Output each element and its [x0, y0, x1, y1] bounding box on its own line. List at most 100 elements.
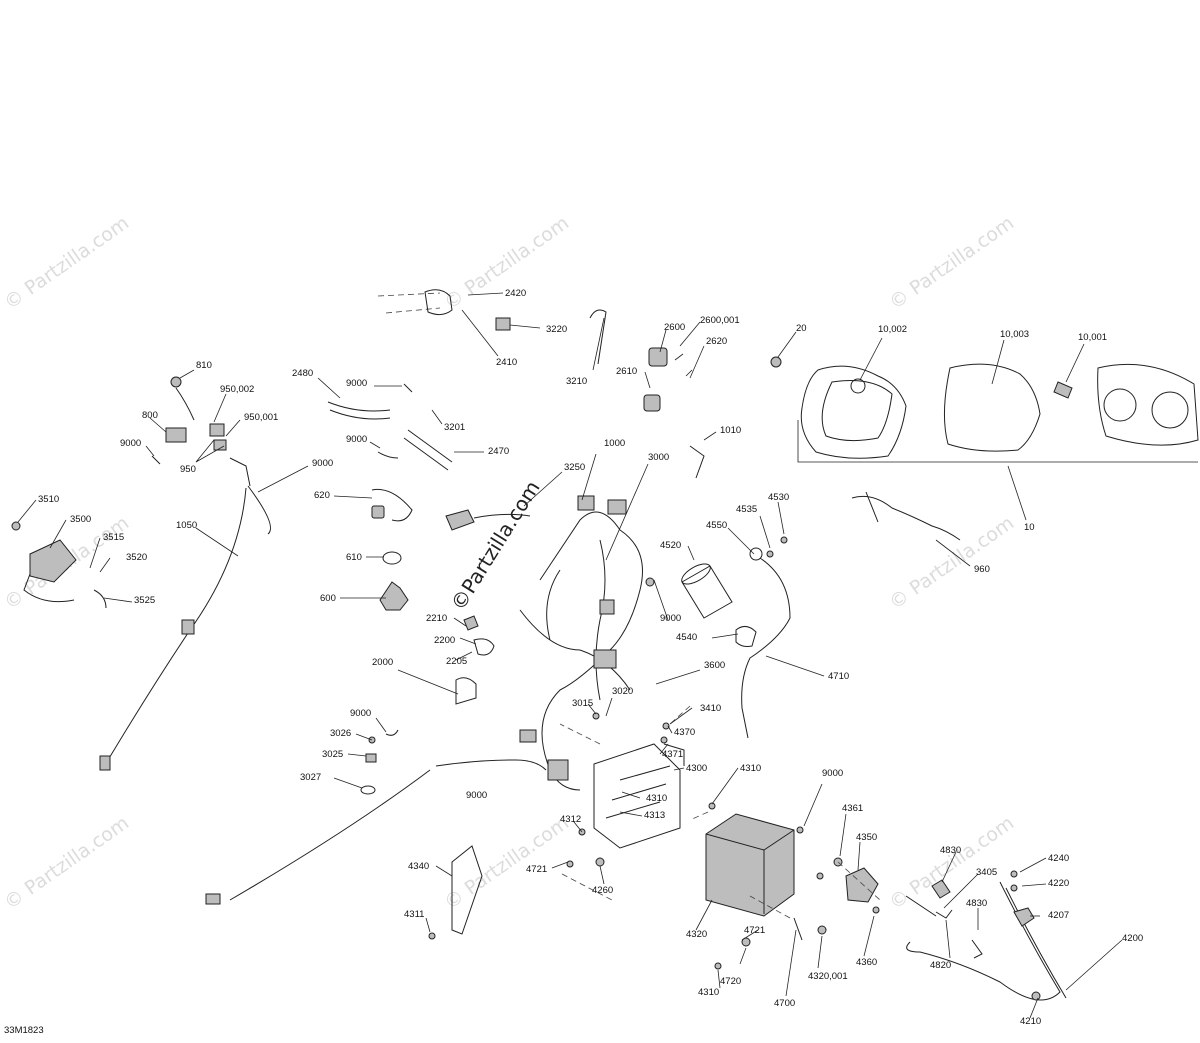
center-watermark: ©Partzilla.com: [446, 476, 545, 614]
callout-label: 3025: [322, 749, 343, 760]
callout-label: 3525: [134, 595, 155, 606]
callout-label: 9000: [466, 790, 487, 801]
callout-label: 4207: [1048, 910, 1069, 921]
watermark: © Partzilla.com: [885, 512, 1018, 614]
watermark: © Partzilla.com: [885, 812, 1018, 914]
callout-label: 4320,001: [808, 971, 848, 982]
callout-label: 2600,001: [700, 315, 740, 326]
callout-label: 4360: [856, 957, 877, 968]
callout-label: 2410: [496, 357, 517, 368]
callout-label: 3210: [566, 376, 587, 387]
callout-label: 620: [314, 490, 330, 501]
callout-label: 3410: [700, 703, 721, 714]
callout-label: 950: [180, 464, 196, 475]
watermark: © Partzilla.com: [440, 812, 573, 914]
callout-label: 960: [974, 564, 990, 575]
callout-label: 3201: [444, 422, 465, 433]
callout-label: 4210: [1020, 1016, 1041, 1027]
callout-label: 2480: [292, 368, 313, 379]
callout-label: 4550: [706, 520, 727, 531]
callout-label: 3000: [648, 452, 669, 463]
callout-label: 1010: [720, 425, 741, 436]
callout-label: 950,001: [244, 412, 278, 423]
part-drawings: [11, 289, 1199, 1001]
callout-label: 610: [346, 552, 362, 563]
callout-label: 4700: [774, 998, 795, 1009]
callout-label: 1000: [604, 438, 625, 449]
callout-label: 1050: [176, 520, 197, 531]
callout-label: 4820: [930, 960, 951, 971]
callout-label: 4311: [404, 909, 424, 920]
callout-label: 3250: [564, 462, 585, 473]
callout-label: 2000: [372, 657, 393, 668]
callout-label: 2205: [446, 656, 467, 667]
callout-label: 3020: [612, 686, 633, 697]
callout-label: 3510: [38, 494, 59, 505]
callout-label: 9000: [346, 434, 367, 445]
callout-label: 2620: [706, 336, 727, 347]
callout-label: 9000: [312, 458, 333, 469]
callout-label: 2210: [426, 613, 447, 624]
callout-label: 4260: [592, 885, 613, 896]
callout-label: 2420: [505, 288, 526, 299]
callout-label: 2470: [488, 446, 509, 457]
callout-label: 4710: [828, 671, 849, 682]
callout-label: 4830: [966, 898, 987, 909]
callout-label: 4340: [408, 861, 429, 872]
diagram-code: 33M1823: [4, 1025, 44, 1036]
callout-label: 4530: [768, 492, 789, 503]
callout-label: 4313: [644, 810, 665, 821]
callout-label: 3600: [704, 660, 725, 671]
callout-label: 2600: [664, 322, 685, 333]
callout-label: 4830: [940, 845, 961, 856]
callout-label: 3405: [976, 867, 997, 878]
callout-label: 4310: [646, 793, 667, 804]
watermark: © Partzilla.com: [0, 812, 133, 914]
callout-label: 9000: [350, 708, 371, 719]
callout-label: 4240: [1048, 853, 1069, 864]
callout-label: 950,002: [220, 384, 254, 395]
callout-label: 10: [1024, 522, 1035, 533]
callout-label: 2610: [616, 366, 637, 377]
callout-label: 2200: [434, 635, 455, 646]
callout-label: 9000: [660, 613, 681, 624]
callout-label: 4310: [698, 987, 719, 998]
callout-label: 4370: [674, 727, 695, 738]
callout-label: 600: [320, 593, 336, 604]
callout-label: 800: [142, 410, 158, 421]
callout-label: 4721: [526, 864, 547, 875]
callout-label: 10,002: [878, 324, 907, 335]
callout-label: 3220: [546, 324, 567, 335]
callout-label: 4312: [560, 814, 581, 825]
callout-label: 4310: [740, 763, 761, 774]
callout-label: 4220: [1048, 878, 1069, 889]
callout-label: 4721: [744, 925, 765, 936]
callout-label: 810: [196, 360, 212, 371]
callout-label: 3026: [330, 728, 351, 739]
leader-lines: [17, 292, 1123, 1019]
callout-label: 3027: [300, 772, 321, 783]
watermark: © Partzilla.com: [0, 212, 133, 314]
callout-label: 4200: [1122, 933, 1143, 944]
callout-label: 3520: [126, 552, 147, 563]
callout-label: 4371: [662, 749, 683, 760]
callout-label: 3515: [103, 532, 124, 543]
callout-label: 10,001: [1078, 332, 1107, 343]
callout-label: 4535: [736, 504, 757, 515]
callout-label: 4320: [686, 929, 707, 940]
callout-label: 3500: [70, 514, 91, 525]
callout-label: 9000: [120, 438, 141, 449]
callout-labels: 2420 2410 3220 3210 2600 2600,001 2610 2…: [4, 288, 1143, 1036]
watermark: © Partzilla.com: [885, 212, 1018, 314]
callout-label: 4350: [856, 832, 877, 843]
callout-label: 4540: [676, 632, 697, 643]
callout-label: 9000: [822, 768, 843, 779]
callout-label: 3015: [572, 698, 593, 709]
callout-label: 9000: [346, 378, 367, 389]
callout-label: 10,003: [1000, 329, 1029, 340]
callout-label: 4300: [686, 763, 707, 774]
callout-label: 4520: [660, 540, 681, 551]
callout-label: 4361: [842, 803, 863, 814]
watermarks: © Partzilla.com © Partzilla.com © Partzi…: [0, 212, 1018, 914]
